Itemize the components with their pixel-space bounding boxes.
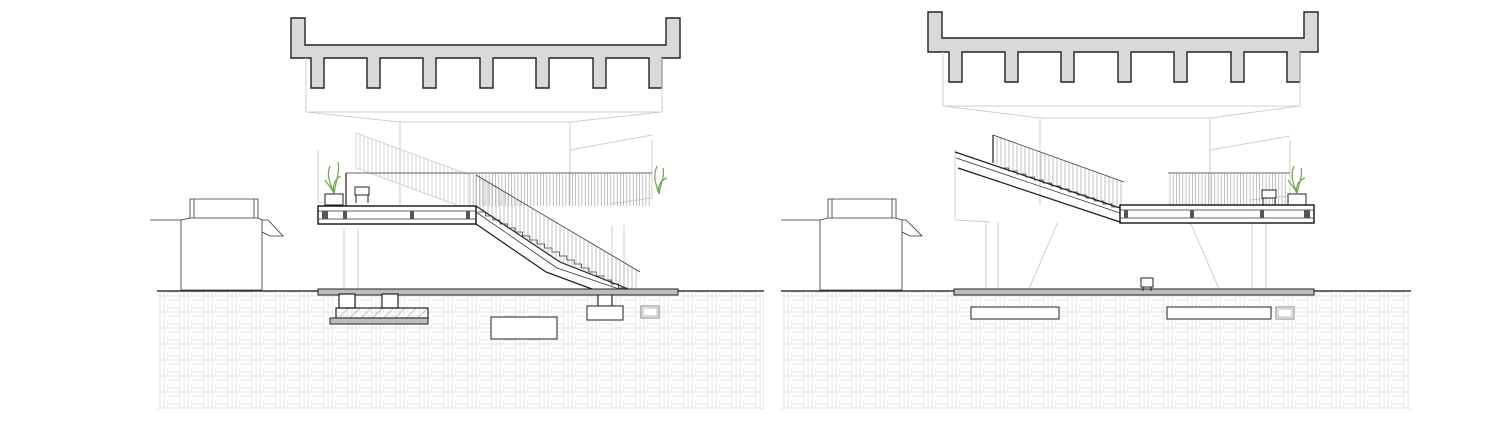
bench-left bbox=[354, 186, 370, 203]
planter-left-b bbox=[654, 165, 668, 195]
section-right bbox=[781, 11, 1411, 409]
viaduct-deck-left bbox=[290, 17, 681, 89]
upper-stair-railing-left bbox=[355, 132, 471, 211]
kiosk-left bbox=[150, 198, 284, 291]
section-left bbox=[150, 17, 764, 409]
background-structure-left bbox=[305, 58, 663, 291]
stair-flight-left bbox=[475, 174, 641, 307]
soil-left bbox=[157, 291, 764, 409]
foundations-left bbox=[317, 288, 679, 340]
planter-left-a bbox=[324, 161, 344, 206]
kiosk-right bbox=[781, 198, 923, 291]
stair-treads bbox=[1000, 167, 1121, 208]
planter-right bbox=[1287, 165, 1307, 206]
platform-railing-left bbox=[345, 172, 652, 206]
platform-railing-right bbox=[1168, 172, 1290, 205]
foundations-right bbox=[953, 277, 1315, 320]
viaduct-deck-right bbox=[927, 11, 1319, 83]
stair-flight-right bbox=[954, 134, 1125, 223]
background-structure-right bbox=[942, 52, 1301, 292]
bench-right bbox=[1261, 189, 1277, 205]
walkway-deck-right bbox=[1119, 204, 1315, 224]
walkway-deck-left bbox=[317, 205, 477, 225]
soil-right bbox=[781, 291, 1411, 409]
